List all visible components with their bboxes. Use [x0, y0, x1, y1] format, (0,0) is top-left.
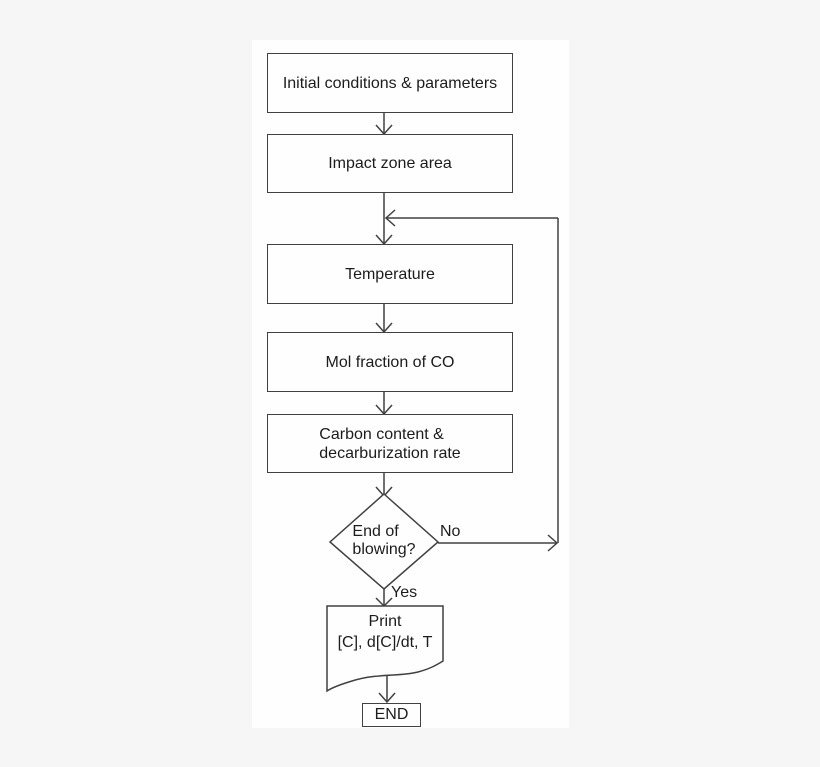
arrowhead-right-icon	[547, 534, 559, 552]
flowchart-node-impact-zone-area: Impact zone area	[267, 134, 513, 193]
flowchart-node-initial-conditions: Initial conditions & parameters	[267, 53, 513, 113]
print-document-shape	[326, 605, 444, 693]
flowchart-node-mol-fraction-co: Mol fraction of CO	[267, 332, 513, 392]
arrowhead-down-icon	[378, 692, 396, 704]
flowchart-node-end-of-blowing: End of blowing?	[330, 494, 438, 588]
node-label-line-1: End of	[352, 523, 399, 540]
node-label-line-1: Print	[368, 613, 402, 630]
node-label: Carbon content & decarburization rate	[319, 425, 460, 463]
branch-label-yes: Yes	[391, 584, 418, 601]
node-label: END	[374, 706, 409, 723]
flowchart-node-print-output: Print [C], d[C]/dt, T	[327, 606, 443, 658]
node-label: Temperature	[345, 265, 435, 283]
node-label: Initial conditions & parameters	[282, 74, 498, 92]
branch-label-no: No	[440, 523, 461, 540]
flowchart-node-carbon-content: Carbon content & decarburization rate	[267, 414, 513, 473]
node-label-line-2: blowing?	[352, 541, 416, 558]
node-label: End of blowing?	[352, 523, 415, 559]
flowchart-node-end: END	[362, 703, 421, 727]
node-label: Mol fraction of CO	[325, 353, 455, 371]
node-label: Impact zone area	[328, 155, 452, 172]
flowchart-node-temperature: Temperature	[267, 244, 513, 304]
node-label-line-2: decarburization rate	[319, 444, 461, 462]
node-label-line-1: Carbon content &	[319, 425, 444, 443]
node-label-line-2: [C], d[C]/dt, T	[337, 634, 433, 651]
arrowhead-left-icon	[384, 209, 396, 227]
